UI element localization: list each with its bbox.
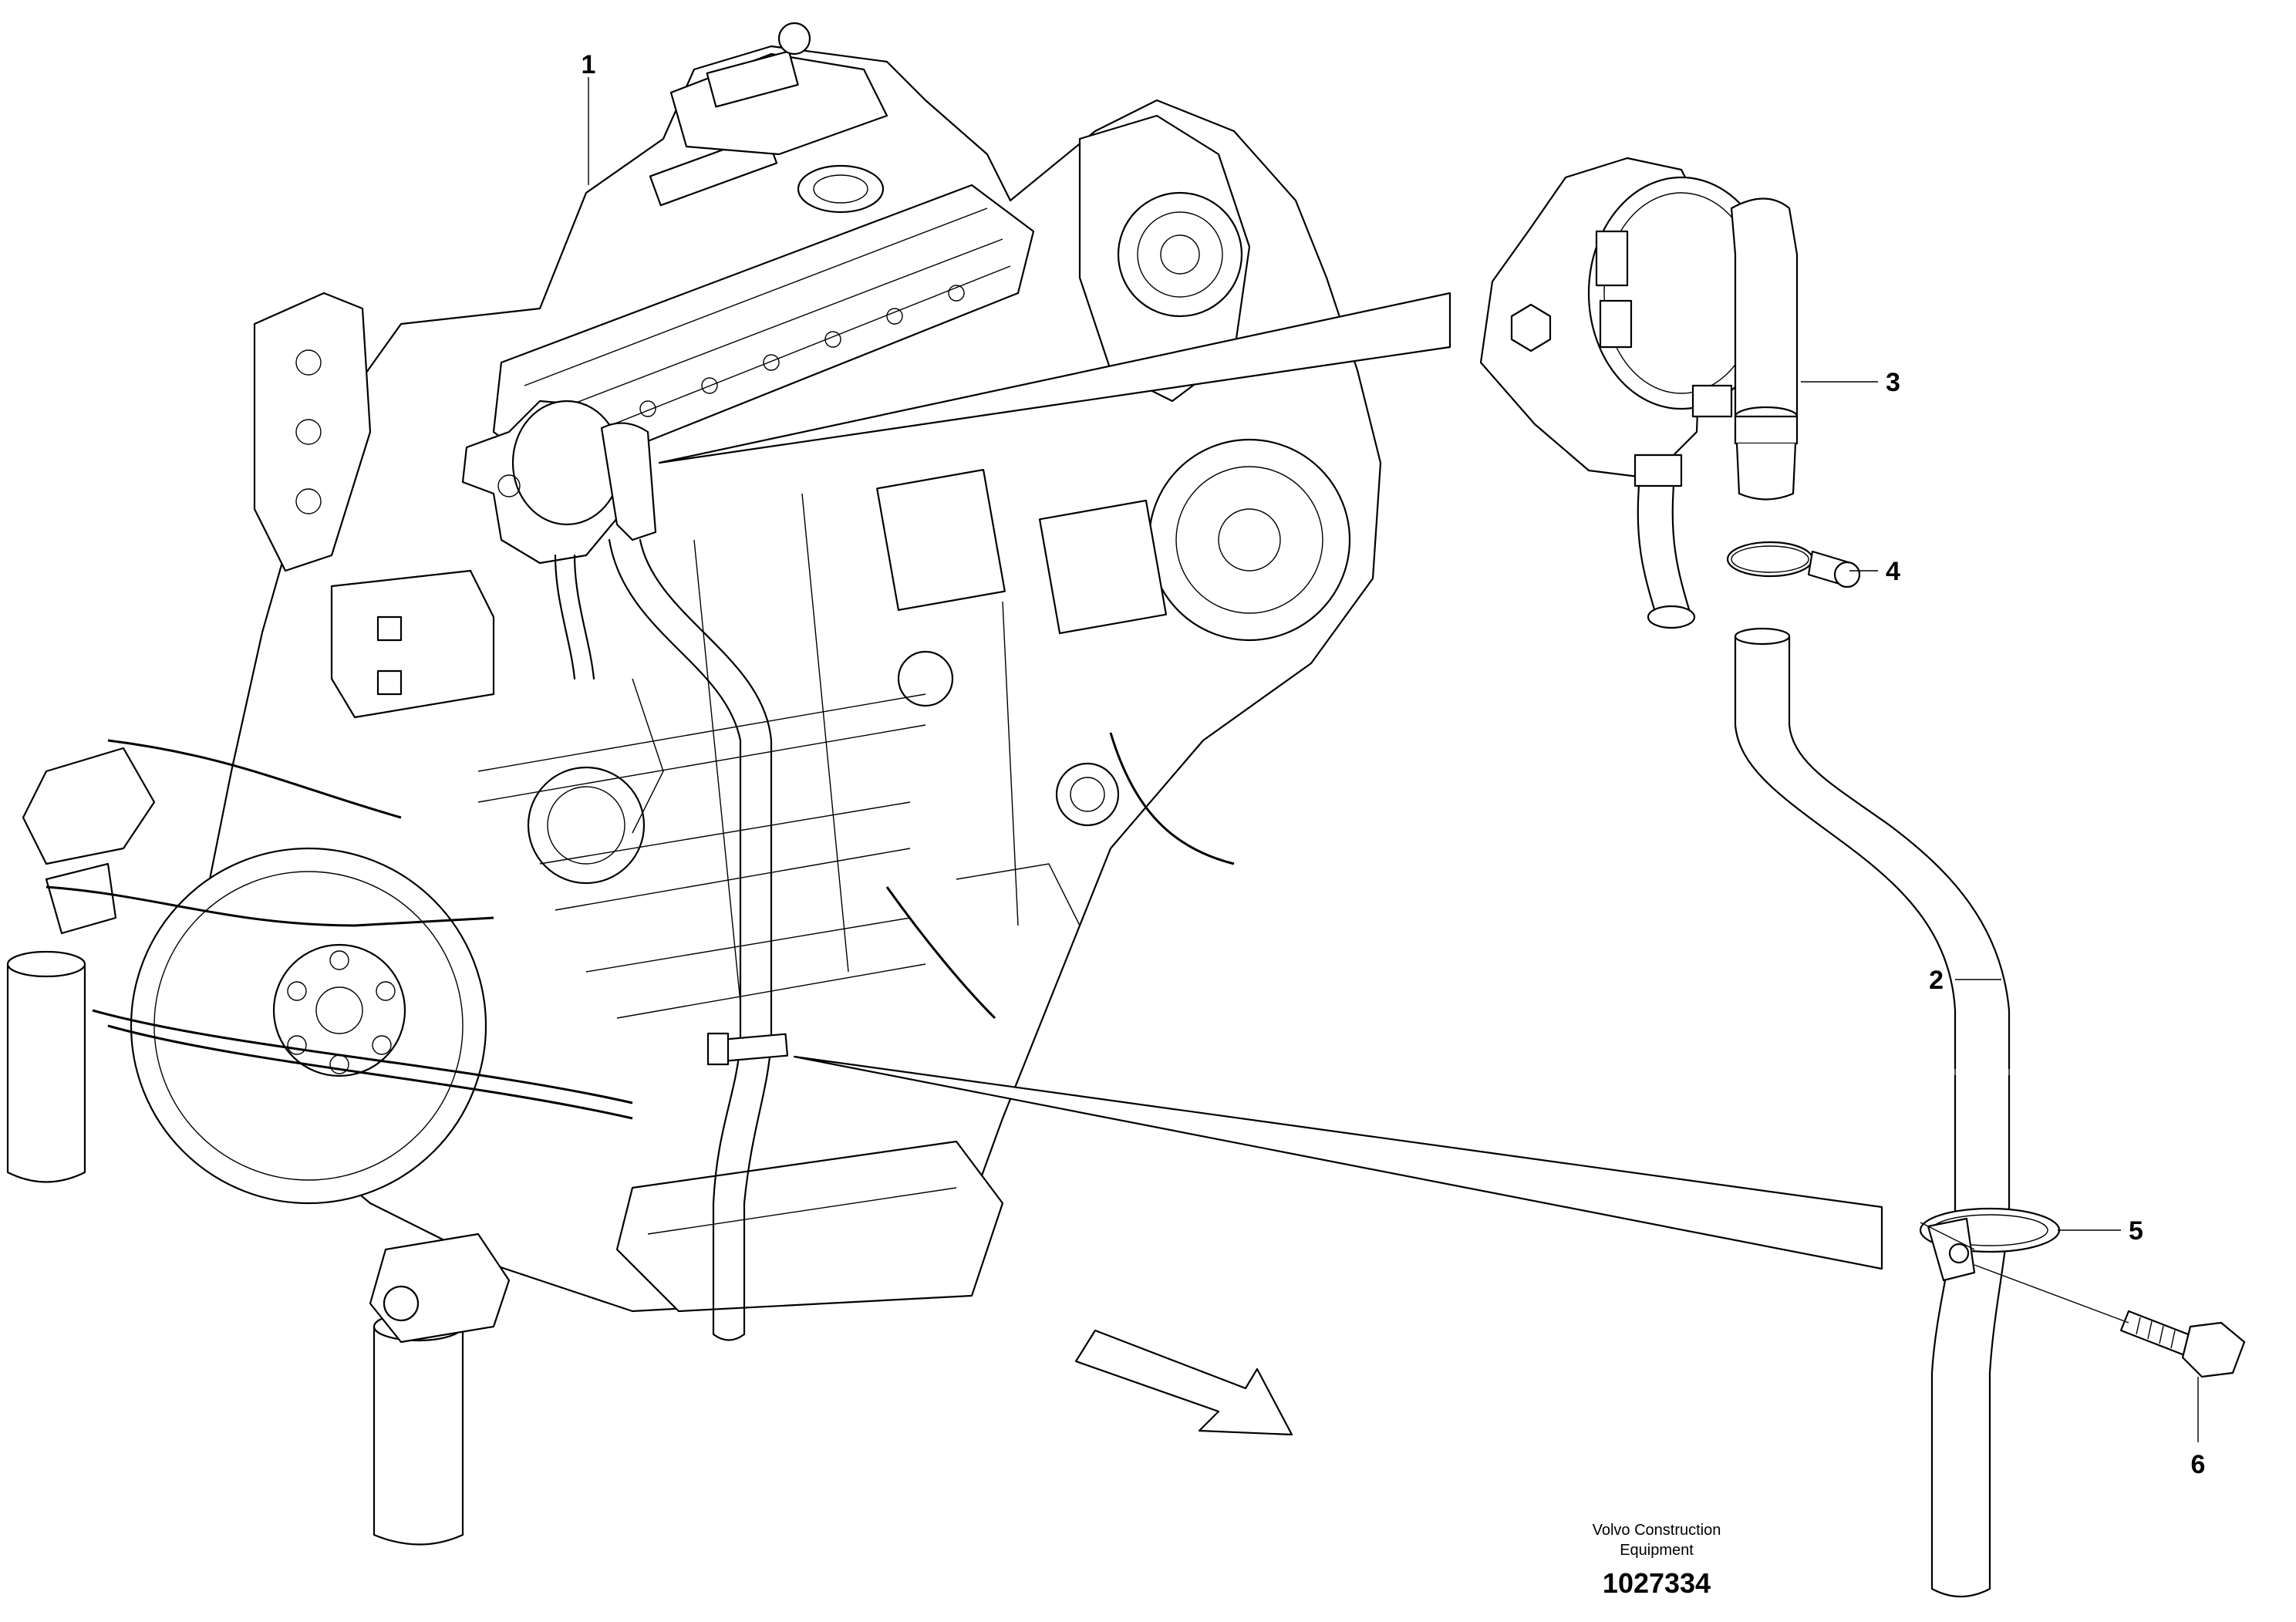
- callout-leaders: [588, 77, 2199, 1442]
- detail-leader-upper: [658, 292, 1451, 464]
- callout-5: 5: [2129, 1216, 2143, 1246]
- callout-6: 6: [2191, 1450, 2206, 1479]
- engine-assembly: [6, 22, 1382, 1546]
- callout-3: 3: [1886, 368, 1900, 397]
- forward-direction-arrow: [1074, 1329, 1293, 1436]
- brand-line-1: Volvo Construction: [1593, 1522, 1721, 1539]
- callout-2: 2: [1929, 966, 1944, 995]
- brand-line-2: Equipment: [1620, 1542, 1694, 1559]
- detail-leader-lower: [793, 1055, 1883, 1270]
- hose-clamp-detail: [1726, 541, 1861, 588]
- breather-hose-detail: [1734, 627, 2014, 1598]
- p-clamp-detail: [1919, 1207, 2061, 1282]
- document-number: 1027334: [1603, 1567, 1711, 1599]
- callout-1: 1: [582, 50, 596, 79]
- breather-on-engine: [461, 400, 657, 565]
- callout-4: 4: [1886, 557, 1900, 586]
- hose-on-engine: [608, 538, 789, 1341]
- breather-detail: [1479, 157, 1799, 629]
- bolt-detail: [1920, 1222, 2246, 1378]
